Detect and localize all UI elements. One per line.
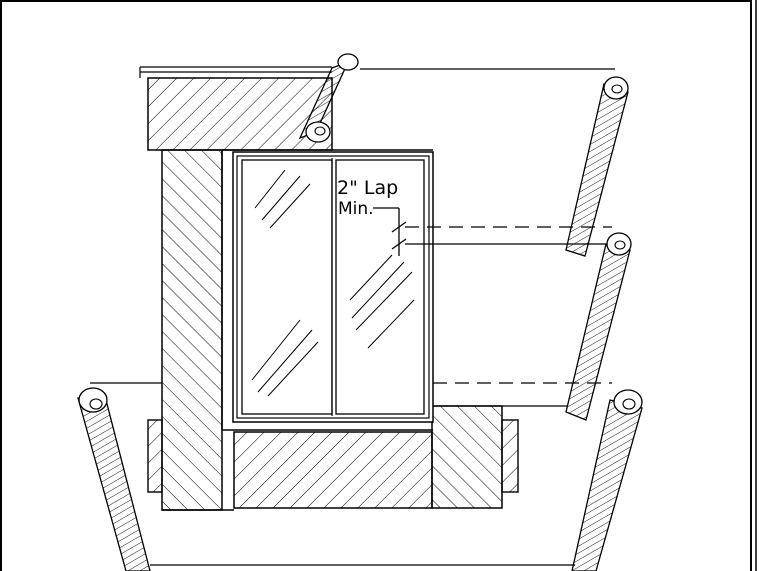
lap-dimension-marker [373,207,407,256]
sill-flashing-membrane [90,382,575,566]
lower-left-flashing-roll [77,387,151,571]
lap-label: 2" Lap [337,177,398,199]
upper-right-flashing-roll [565,76,629,257]
sill-assembly [147,405,519,511]
glass-reflection-marks [251,169,415,397]
head-flashing-roll [298,53,359,143]
head-flashing-strip [139,66,615,78]
min-label: Min. [338,199,374,219]
lower-right-flashing-roll [571,389,643,571]
left-jamb [161,149,223,511]
rough-opening [222,149,433,431]
middle-right-flashing-roll [565,232,632,421]
window-unit [232,151,434,423]
head-lintel-block [147,77,333,151]
